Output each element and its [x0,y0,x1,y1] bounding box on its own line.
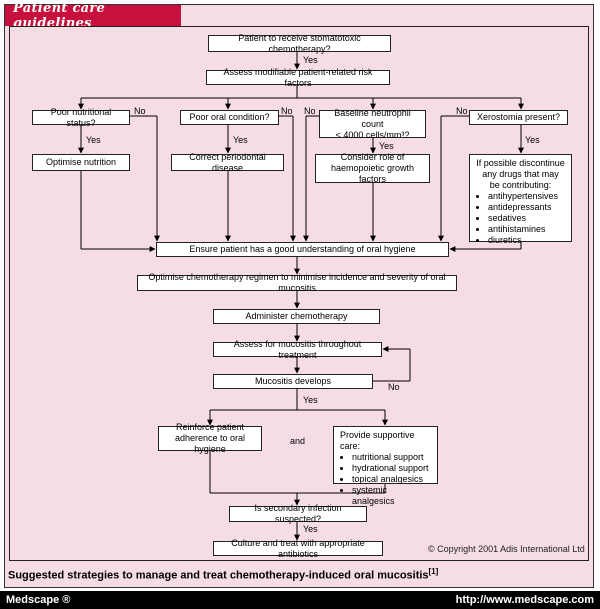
list-item: topical analgesics [352,474,431,485]
node-growth-factors: Consider role of haemopoietic growth fac… [315,152,430,184]
node-culture-antibiotics: Culture and treat with appropriate antib… [213,538,383,559]
node-administer-chemo: Administer chemotherapy [213,309,380,324]
flowchart-panel: Patient to receive stomatotoxic chemothe… [9,26,589,561]
node-reinforce-hygiene: Reinforce patient adherence to oral hygi… [158,422,262,454]
drug-list: antihypertensives antidepressants sedati… [476,191,558,246]
node-stomatotoxic-chemo-question: Patient to receive stomatotoxic chemothe… [208,33,391,54]
node-xerostomia-question: Xerostomia present? [469,110,568,125]
edge-label-yes: Yes [379,141,394,151]
node-poor-oral-condition-question: Poor oral condition? [180,110,279,125]
edge-label-yes: Yes [303,524,318,534]
edge-label-and: and [290,436,306,446]
list-item: antihistamines [488,224,558,235]
list-item: systemic analgesics [352,485,431,507]
list-item: diuretics [488,235,558,246]
title-tab: Patient care guidelines [5,1,181,31]
node-secondary-infection-question: Is secondary infection suspected? [229,503,367,524]
list-item: antihypertensives [488,191,558,202]
node-oral-hygiene-understanding: Ensure patient has a good understanding … [156,242,449,257]
edge-label-yes: Yes [525,135,540,145]
node-neutrophil-count-question: Baseline neutrophil count < 4000 cells/m… [319,108,426,140]
medscape-url[interactable]: http://www.medscape.com [455,594,594,606]
edge-label-no: No [304,106,316,116]
edge-label-yes: Yes [303,395,318,405]
footer-bar: Medscape ® http://www.medscape.com [0,591,600,609]
supportive-care-list: nutritional support hydrational support … [340,452,431,507]
node-correct-periodontal-disease: Correct periodontal disease [171,152,284,173]
list-item: antidepressants [488,202,558,213]
list-item: hydrational support [352,463,431,474]
edge-label-yes: Yes [233,135,248,145]
edge-label-yes: Yes [303,55,318,65]
medscape-logo: Medscape ® [6,594,71,606]
edge-label-no: No [134,106,146,116]
copyright-notice: © Copyright 2001 Adis International Ltd [428,544,585,554]
edge-label-no: No [281,106,293,116]
list-item: nutritional support [352,452,431,463]
node-mucositis-develops: Mucositis develops [213,374,373,389]
edge-label-no: No [388,382,400,392]
list-item: sedatives [488,213,558,224]
node-assess-risk-factors: Assess modifiable patient-related risk f… [206,67,390,88]
edge-label-yes: Yes [86,135,101,145]
figure-caption: Suggested strategies to manage and treat… [8,567,439,582]
caption-reference: [1] [428,567,439,576]
node-optimise-nutrition: Optimise nutrition [32,154,130,171]
node-optimise-regimen: Optimise chemotherapy regimen to minimis… [137,272,457,293]
node-supportive-care: Provide supportive care: nutritional sup… [333,426,438,506]
node-assess-mucositis: Assess for mucositis throughout treatmen… [213,339,382,360]
flowchart-connectors [78,52,524,541]
edge-label-no: No [456,106,468,116]
node-poor-nutrition-question: Poor nutritional status? [32,107,130,128]
node-discontinue-drugs: If possible discontinue any drugs that m… [469,154,572,245]
